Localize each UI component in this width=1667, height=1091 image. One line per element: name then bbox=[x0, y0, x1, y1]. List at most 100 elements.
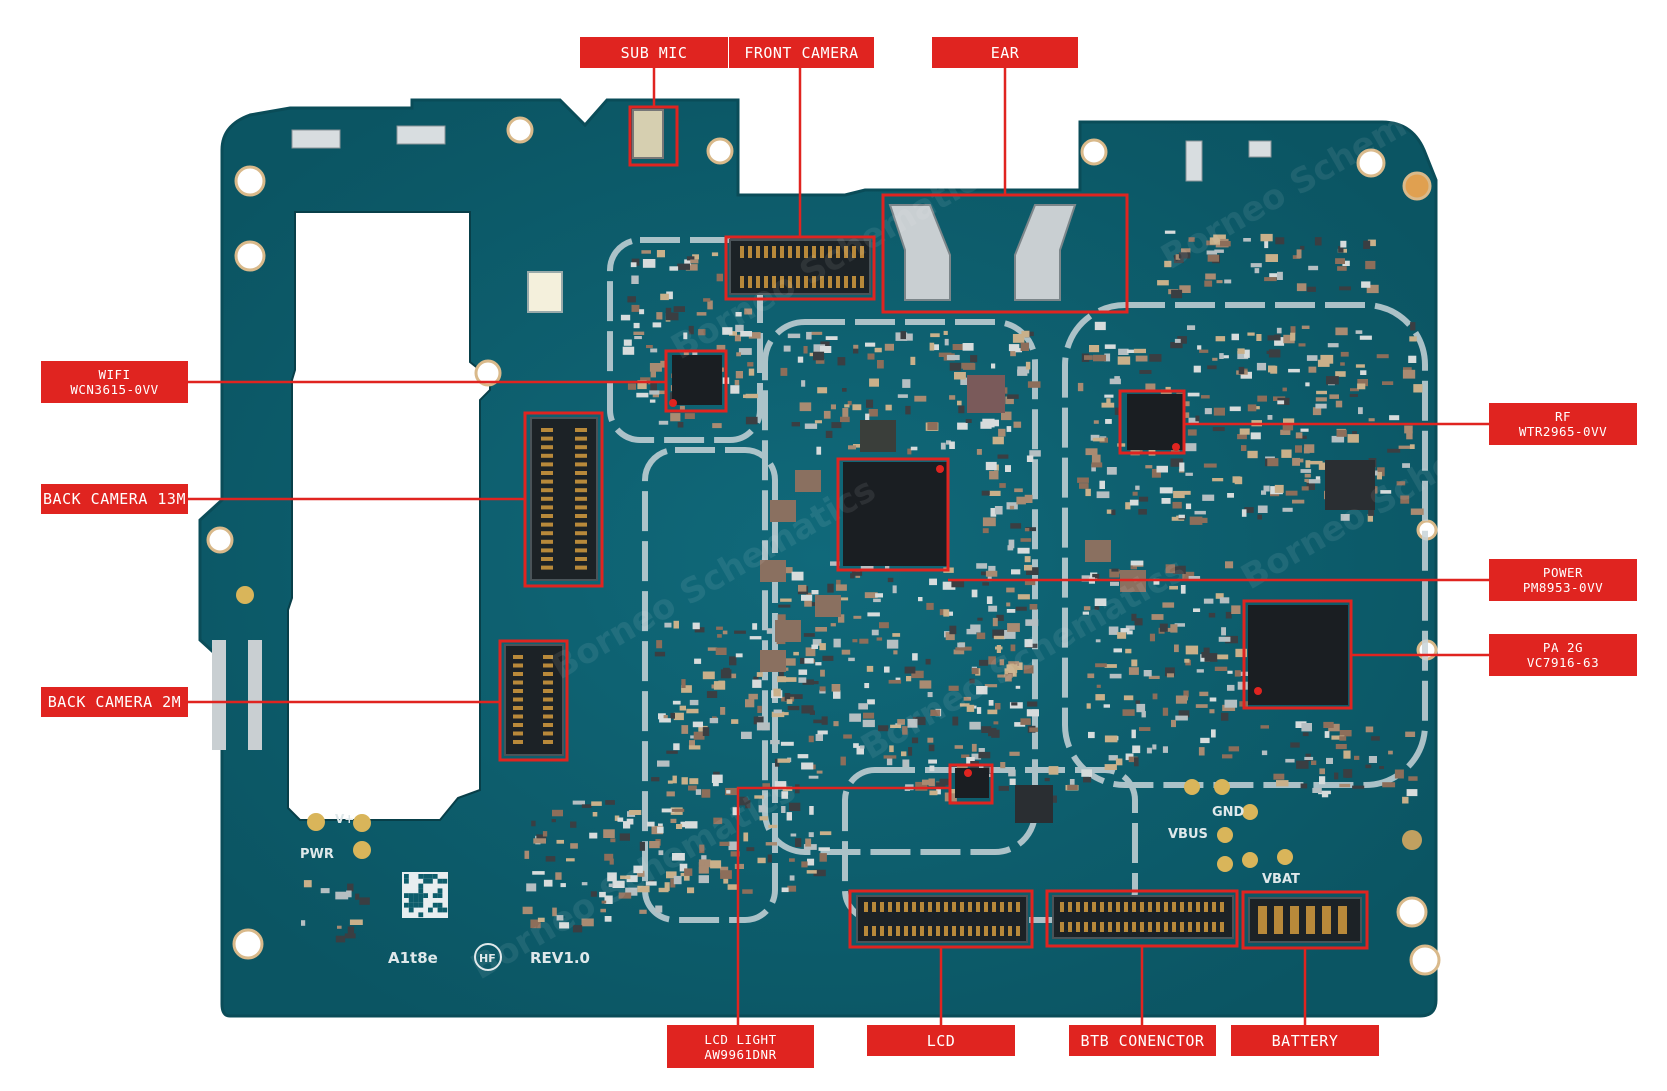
smd-part bbox=[720, 669, 732, 679]
silk-model: A1t8e bbox=[388, 949, 438, 967]
smd-part bbox=[1298, 343, 1306, 347]
smd-part bbox=[998, 785, 1009, 791]
smd-part bbox=[773, 709, 782, 714]
smd-part bbox=[1339, 730, 1352, 737]
smd-part bbox=[862, 719, 875, 728]
smd-part bbox=[790, 833, 797, 837]
smd-part bbox=[1301, 723, 1312, 732]
smd-part bbox=[1224, 699, 1238, 708]
smd-part bbox=[694, 627, 705, 633]
silk-hf: HF bbox=[479, 952, 496, 965]
smd-part bbox=[1173, 490, 1185, 499]
smd-part bbox=[1327, 343, 1339, 348]
qr-module bbox=[428, 878, 433, 884]
smd-part bbox=[542, 831, 548, 837]
smd-part bbox=[985, 461, 997, 471]
smd-part bbox=[1184, 443, 1197, 452]
connector-pin bbox=[575, 471, 587, 475]
smd-part bbox=[987, 709, 998, 715]
smd-part bbox=[748, 693, 758, 700]
smd-part bbox=[1093, 420, 1099, 424]
smd-part bbox=[581, 882, 588, 886]
connector-pin bbox=[1172, 902, 1176, 912]
smd-part bbox=[1188, 417, 1199, 424]
connector-pin bbox=[812, 276, 816, 288]
smd-part bbox=[590, 891, 597, 897]
smd-part bbox=[1141, 711, 1146, 718]
smd-part bbox=[1282, 424, 1294, 431]
smd-part bbox=[1162, 602, 1175, 608]
smd-part bbox=[1340, 362, 1345, 366]
label-back-camera-13m-text: BACK CAMERA 13M bbox=[43, 490, 186, 508]
smd-part bbox=[856, 745, 864, 755]
smd-part bbox=[1023, 665, 1034, 674]
smd-part bbox=[1009, 778, 1016, 785]
smd-part bbox=[779, 567, 793, 574]
connector-pin bbox=[772, 276, 776, 288]
smd-part bbox=[1261, 750, 1268, 756]
smd-part bbox=[969, 678, 975, 684]
smd-part bbox=[910, 356, 916, 365]
smd-part bbox=[1188, 576, 1201, 580]
qr-module bbox=[404, 893, 409, 898]
smd-part bbox=[1409, 336, 1417, 342]
smd-part bbox=[1402, 463, 1410, 468]
smd-part bbox=[1241, 445, 1247, 451]
smd-part bbox=[734, 379, 740, 386]
smd-part bbox=[1174, 644, 1179, 653]
connector-pin bbox=[1124, 902, 1128, 912]
smd-part bbox=[1005, 673, 1012, 682]
smd-part bbox=[996, 614, 1004, 621]
smd-part bbox=[1274, 337, 1285, 346]
smd-part bbox=[641, 250, 651, 254]
smd-part bbox=[1268, 349, 1281, 358]
smd-part bbox=[1280, 429, 1291, 435]
smd-part bbox=[1007, 545, 1014, 551]
smd-part bbox=[1185, 645, 1199, 655]
connector-pin bbox=[1068, 902, 1072, 912]
connector-pin bbox=[788, 276, 792, 288]
smd-part bbox=[885, 404, 892, 411]
smd-part bbox=[666, 791, 675, 797]
connector-pin bbox=[575, 505, 587, 510]
smd-part bbox=[1111, 509, 1116, 516]
smd-part bbox=[1295, 721, 1307, 728]
smd-part bbox=[929, 765, 935, 772]
smd-part bbox=[999, 483, 1006, 488]
smd-part bbox=[976, 686, 988, 695]
smd-part bbox=[609, 858, 614, 865]
smd-part bbox=[658, 713, 666, 720]
smd-part bbox=[1302, 732, 1309, 737]
smd-part bbox=[647, 821, 655, 827]
smd-part bbox=[600, 908, 606, 913]
qr-module bbox=[442, 878, 448, 884]
qr-module bbox=[437, 878, 443, 884]
smd-part bbox=[986, 596, 993, 604]
connector-pin bbox=[543, 740, 553, 744]
smd-part bbox=[1027, 701, 1038, 707]
label-front-camera: FRONT CAMERA bbox=[729, 37, 874, 68]
smd-part bbox=[1376, 471, 1382, 480]
smd-part bbox=[1114, 376, 1120, 381]
smd-part bbox=[651, 777, 660, 782]
qr-module bbox=[413, 898, 419, 903]
smd-part bbox=[686, 708, 699, 714]
smd-part bbox=[1172, 565, 1186, 574]
smd-part bbox=[683, 350, 689, 356]
smd-part bbox=[1006, 587, 1015, 593]
smd-part bbox=[867, 612, 880, 617]
smd-part bbox=[838, 614, 845, 623]
smd-part bbox=[1247, 404, 1257, 412]
smd-part bbox=[1292, 499, 1305, 504]
smd-part bbox=[948, 685, 959, 691]
connector-pin bbox=[575, 531, 587, 536]
smd-part bbox=[1020, 538, 1032, 542]
connector-pin bbox=[575, 462, 587, 467]
smd-part bbox=[1402, 796, 1409, 804]
smd-part bbox=[1125, 648, 1132, 654]
smd-part bbox=[817, 730, 828, 735]
smd-part bbox=[876, 637, 883, 641]
smd-part bbox=[661, 808, 675, 813]
smd-part bbox=[971, 668, 979, 675]
smd-part bbox=[907, 718, 918, 728]
